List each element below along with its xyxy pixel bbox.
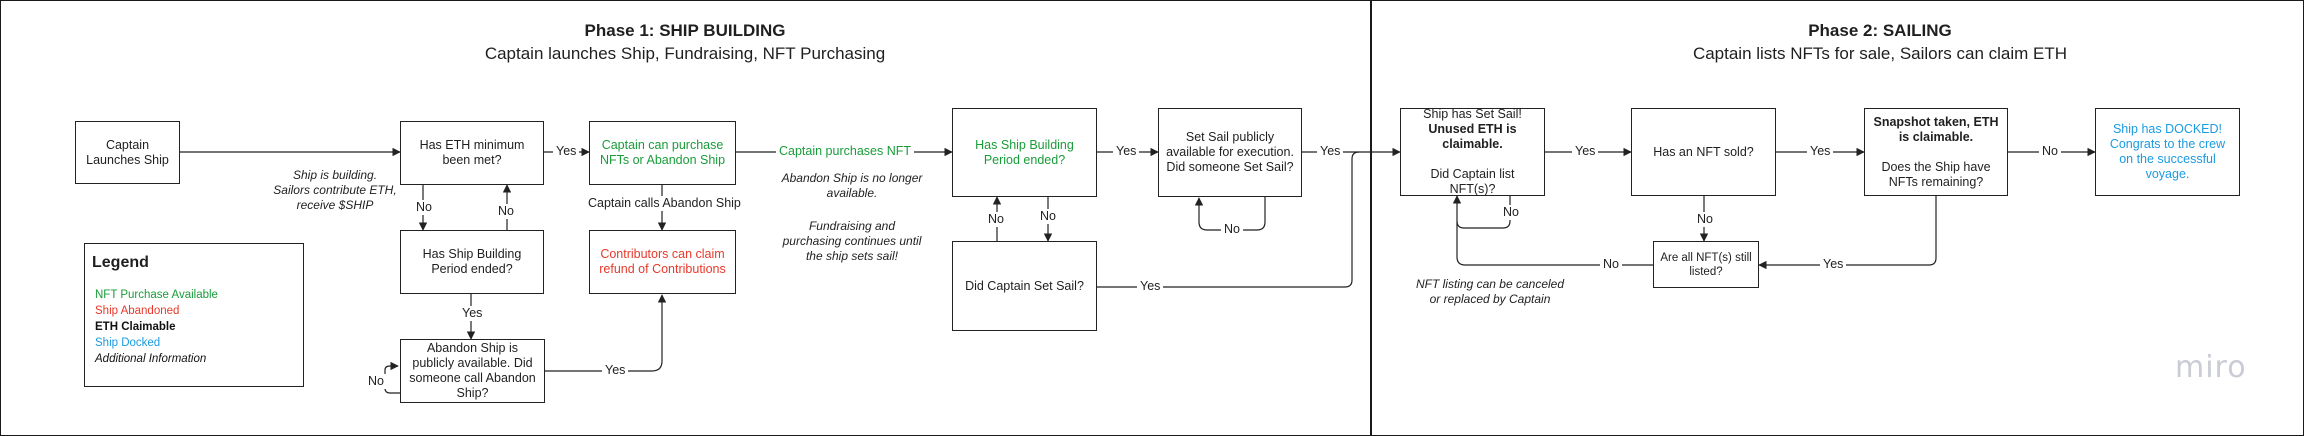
label-build2-yes: Yes	[1113, 144, 1140, 159]
phase2-title: Phase 2: SAILING	[1808, 21, 1952, 40]
note-ship-building: Ship is building. Sailors contribute ETH…	[273, 168, 397, 212]
node-set-sail-public: Set Sail publicly available for executio…	[1158, 108, 1302, 197]
label-build2-no: No	[1037, 209, 1059, 224]
label-setsail-no: No	[1221, 222, 1243, 237]
legend-item-ship-abandoned: Ship Abandoned	[95, 305, 180, 317]
legend: Legend NFT Purchase Available Ship Aband…	[84, 243, 304, 387]
note-fundraising: Fundraising and purchasing continues unt…	[782, 219, 922, 263]
label-captain-calls-abandon: Captain calls Abandon Ship	[585, 196, 744, 211]
phase1-title: Phase 1: SHIP BUILDING	[584, 21, 786, 40]
label-setsail-to-nftsold-yes: Yes	[1572, 144, 1599, 159]
arrow-setsail2-no-loop	[1456, 196, 1511, 229]
legend-item-additional-info: Additional Information	[95, 353, 207, 365]
node-captain-launches-ship: Captain Launches Ship	[75, 121, 180, 184]
label-abandon-no: No	[365, 374, 387, 389]
node-purchase-or-abandon: Captain can purchase NFTs or Abandon Shi…	[589, 121, 736, 185]
node-build-period-ended-1: Has Ship Building Period ended?	[400, 230, 544, 294]
arrow-snapshot-yes	[1758, 196, 1937, 270]
note-abandon-no-longer: Abandon Ship is no longer available.	[781, 171, 923, 200]
node-ship-docked: Ship has DOCKED! Congrats to the crew on…	[2095, 108, 2240, 196]
node-captain-set-sail: Did Captain Set Sail?	[952, 241, 1097, 331]
label-snapshot-no: No	[2039, 144, 2061, 159]
label-nftsold-no: No	[1694, 212, 1716, 227]
label-ethmin-yes: Yes	[553, 144, 580, 159]
legend-title: Legend	[92, 254, 149, 271]
snapshot-text-b: Does the Ship have NFTs remaining?	[1881, 159, 1991, 189]
label-ethmin-no: No	[413, 200, 435, 215]
miro-watermark: miro	[2175, 350, 2247, 385]
arrow-abandon-yes	[545, 294, 667, 372]
label-ended1-no: No	[495, 204, 517, 219]
label-nftsold-yes: Yes	[1807, 144, 1834, 159]
phase1-subtitle: Captain launches Ship, Fundraising, NFT …	[484, 44, 886, 63]
label-snapshot-yes: Yes	[1820, 257, 1847, 272]
label-captain-purchases-nft: Captain purchases NFT	[776, 144, 915, 159]
label-setsail2-no: No	[1500, 205, 1522, 220]
node-snapshot: Snapshot taken, ETH is claimable. Does th…	[1864, 108, 2008, 196]
label-ended1-yes: Yes	[459, 306, 486, 321]
phase2-subtitle: Captain lists NFTs for sale, Sailors can…	[1692, 44, 2068, 63]
set-sail-text-b: Unused ETH is claimable.	[1428, 122, 1517, 151]
node-abandon-ship-public: Abandon Ship is publicly available. Did …	[400, 339, 545, 403]
arrow-alllisted-no	[1452, 195, 1653, 266]
legend-item-nft-purchase: NFT Purchase Available	[95, 289, 218, 301]
node-build-period-ended-2: Has Ship Building Period ended?	[952, 108, 1097, 197]
node-nft-sold: Has an NFT sold?	[1631, 108, 1776, 196]
legend-item-eth-claimable: ETH Claimable	[95, 321, 176, 333]
label-setsail-yes: Yes	[1317, 144, 1344, 159]
node-refund-contributions: Contributors can claim refund of Contrib…	[589, 230, 736, 294]
snapshot-text-a: Snapshot taken, ETH is claimable.	[1873, 114, 1999, 144]
legend-item-ship-docked: Ship Docked	[95, 337, 161, 349]
set-sail-text-a: Ship has Set Sail!	[1423, 107, 1522, 121]
label-alllisted-no: No	[1600, 257, 1622, 272]
note-nft-listing: NFT listing can be canceled or replaced …	[1415, 277, 1565, 306]
label-abandon-yes: Yes	[602, 363, 629, 378]
node-all-nfts-listed: Are all NFT(s) still listed?	[1653, 241, 1759, 288]
set-sail-text-c: Did Captain list NFT(s)?	[1430, 167, 1515, 196]
label-captain-no: No	[985, 212, 1007, 227]
arrow-captain-yes	[1097, 151, 1360, 288]
node-ship-set-sail: Ship has Set Sail! Unused ETH is claimab…	[1400, 107, 1545, 196]
label-captain-yes: Yes	[1137, 279, 1164, 294]
node-eth-minimum-met: Has ETH minimum been met?	[400, 121, 544, 185]
